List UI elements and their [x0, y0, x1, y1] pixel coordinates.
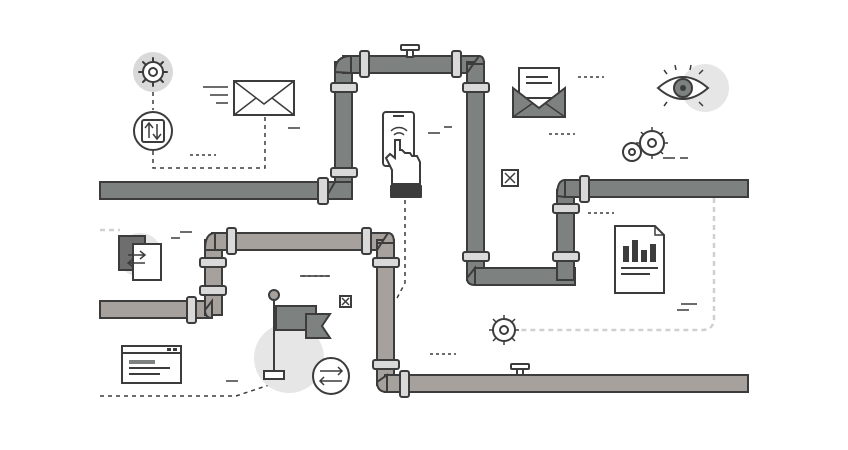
flag-icon — [254, 289, 332, 393]
envelope-icon — [203, 80, 295, 116]
gear-icon — [133, 52, 173, 92]
up-down-arrows-icon — [133, 111, 173, 151]
smartphone-touch-icon — [382, 111, 422, 198]
checkbox-x-icon — [339, 295, 352, 308]
pipe-lower — [99, 227, 749, 398]
pipe-coupling — [317, 177, 329, 205]
gear-icon — [489, 315, 519, 345]
browser-window-icon — [121, 345, 182, 384]
checkbox-x-icon — [501, 169, 519, 187]
gears-icon — [622, 127, 668, 162]
pipe-upper — [99, 44, 749, 287]
bar-chart-document-icon — [614, 225, 665, 294]
eye-icon — [656, 64, 729, 112]
open-mail-icon — [512, 67, 566, 118]
swap-arrows-icon — [312, 357, 350, 395]
document-transfer-icon — [118, 233, 162, 281]
dashed-connectors — [100, 92, 716, 397]
